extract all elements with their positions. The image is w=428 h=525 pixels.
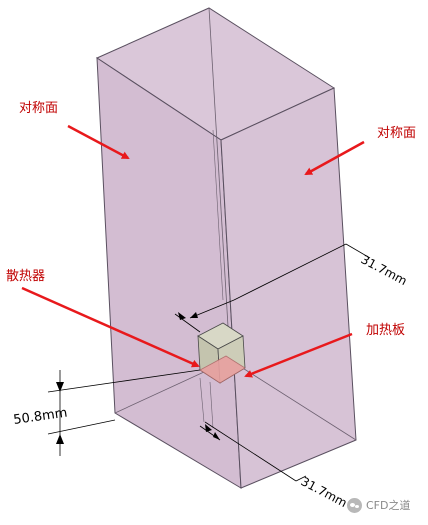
dim-extension-line — [47, 419, 116, 435]
domain-box — [95, 7, 357, 489]
dimension-bottom-right: 31.7mm — [299, 474, 350, 510]
dim-extension-line — [233, 243, 347, 301]
arrow-symmetry-right — [304, 140, 365, 176]
wechat-icon — [347, 497, 362, 513]
dim-arrow — [213, 432, 220, 440]
arrow-heat-sink — [21, 286, 200, 368]
dim-extension-line — [174, 313, 201, 333]
dim-arrow — [56, 382, 64, 392]
plane-seam-line — [209, 381, 214, 429]
watermark-text: CFD之道 — [366, 499, 411, 512]
dim-arrow — [56, 434, 64, 444]
heater-plate — [199, 355, 246, 384]
plane-seam-line — [199, 377, 205, 423]
dim-extension-line — [345, 243, 371, 259]
dimension-top-right: 31.7mm — [359, 252, 410, 288]
domain-hidden-edge — [208, 7, 231, 361]
label-symmetry-left: 对称面 — [19, 101, 59, 116]
label-heat-sink: 散热器 — [6, 269, 46, 284]
annotation-arrows — [21, 124, 365, 378]
label-symmetry-right: 对称面 — [377, 126, 417, 141]
plane-seam-line — [212, 129, 224, 301]
watermark: CFD之道 — [347, 497, 410, 513]
dim-extension-line — [189, 299, 235, 319]
dim-extension-line — [204, 421, 297, 482]
arrow-symmetry-left — [67, 124, 130, 160]
heat-sink-block — [197, 322, 246, 384]
arrow-heater-plate — [244, 332, 353, 378]
dim-arrow — [205, 424, 212, 432]
domain-right-face — [220, 87, 357, 489]
dimension-left-height: 50.8mm — [12, 406, 68, 428]
label-heater-plate: 加热板 — [366, 323, 406, 338]
dim-extension-line — [47, 369, 201, 393]
dim-arrow — [190, 312, 198, 318]
dim-extension-line — [295, 475, 307, 482]
